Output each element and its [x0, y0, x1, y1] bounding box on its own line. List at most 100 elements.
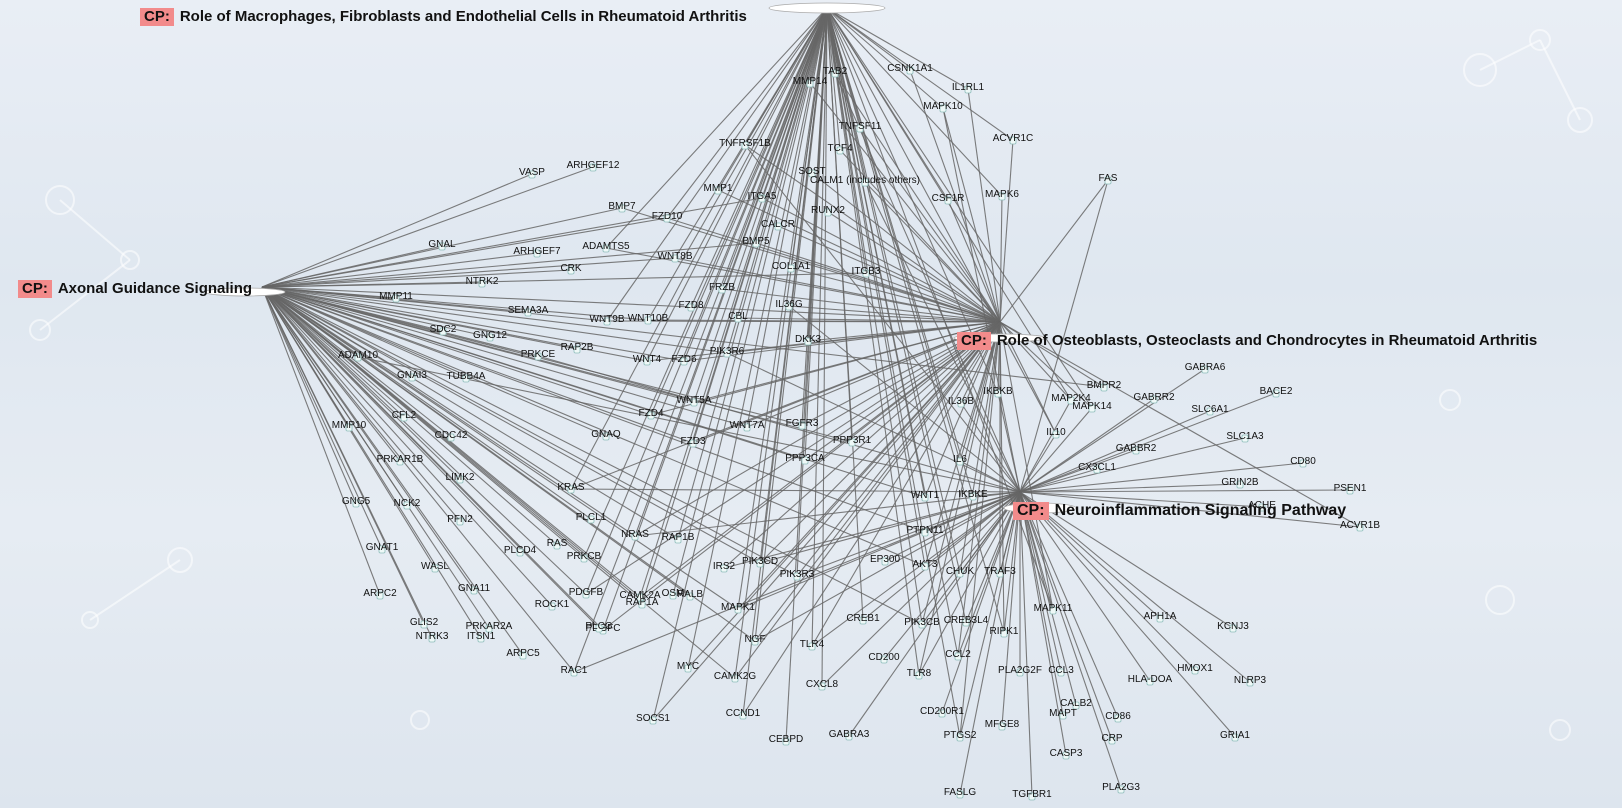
gene-node-cd200[interactable]: CD200	[868, 652, 900, 664]
gene-node-wnt1[interactable]: WNT1	[911, 490, 940, 502]
gene-node-itsn1[interactable]: ITSN1	[467, 631, 496, 643]
gene-node-gnat1[interactable]: GNAT1	[366, 542, 399, 554]
gene-node-creb3l4[interactable]: CREB3L4	[944, 615, 989, 627]
gene-node-acvr1c[interactable]: ACVR1C	[993, 133, 1034, 145]
gene-node-acvr1b[interactable]: ACVR1B	[1340, 520, 1380, 532]
gene-node-tgfbr1[interactable]: TGFBR1	[1012, 789, 1052, 801]
gene-node-cd86[interactable]: CD86	[1105, 711, 1131, 723]
gene-node-ras[interactable]: RAS	[547, 538, 568, 550]
gene-node-ikbkb[interactable]: IKBKB	[983, 386, 1013, 398]
gene-node-creb1[interactable]: CREB1	[846, 613, 880, 625]
gene-node-tnfsf11[interactable]: TNFSF11	[839, 121, 882, 133]
gene-node-fzd3[interactable]: FZD3	[681, 436, 706, 448]
gene-node-il1rl1[interactable]: IL1RL1	[952, 82, 985, 94]
hub-osteoblasts[interactable]: CP: Role of Osteoblasts, Osteoclasts and…	[957, 332, 1537, 350]
gene-node-crp[interactable]: CRP	[1101, 733, 1123, 745]
gene-node-prkar2a[interactable]: PRKAR2A	[466, 621, 513, 633]
hub-axonal-guidance[interactable]: CP: Axonal Guidance Signaling	[18, 280, 252, 298]
gene-node-ralb[interactable]: RALB	[677, 589, 703, 601]
gene-node-fzd8[interactable]: FZD8	[679, 300, 704, 312]
gene-node-il36b[interactable]: IL36B	[948, 396, 974, 408]
gene-node-akt3[interactable]: AKT3	[912, 559, 938, 571]
gene-node-il10[interactable]: IL10	[1046, 427, 1066, 439]
gene-node-wnt10b[interactable]: WNT10B	[628, 313, 669, 325]
gene-node-fzd6[interactable]: FZD6	[672, 354, 697, 366]
gene-node-gabra3[interactable]: GABRA3	[829, 729, 870, 741]
gene-node-cd200r1[interactable]: CD200R1	[920, 706, 964, 718]
gene-node-gabrr2[interactable]: GABRR2	[1133, 392, 1175, 404]
gene-node-ppp3ca[interactable]: PPP3CA	[785, 453, 825, 465]
gene-node-grin2b[interactable]: GRIN2B	[1221, 477, 1259, 489]
gene-node-wnt5a[interactable]: WNT5A	[677, 395, 712, 407]
gene-node-mapk1[interactable]: MAPK1	[721, 602, 755, 614]
gene-node-mapk6[interactable]: MAPK6	[985, 189, 1019, 201]
gene-node-rap1a[interactable]: RAP1A	[626, 597, 659, 609]
gene-node-gabbr2[interactable]: GABBR2	[1116, 443, 1157, 455]
gene-node-mapk10[interactable]: MAPK10	[923, 101, 963, 113]
gene-node-wasl[interactable]: WASL	[421, 561, 449, 573]
gene-node-mmp10[interactable]: MMP10	[332, 420, 367, 432]
gene-node-ntrk2[interactable]: NTRK2	[466, 276, 499, 288]
gene-node-cdc42[interactable]: CDC42	[435, 430, 468, 442]
gene-node-rac1[interactable]: RAC1	[561, 665, 588, 677]
gene-node-ccl3[interactable]: CCL3	[1048, 665, 1074, 677]
gene-node-wnt8b[interactable]: WNT8B	[658, 251, 693, 263]
gene-node-camk2a[interactable]: CAMK2A	[619, 590, 661, 602]
gene-node-map2k4[interactable]: MAP2K4	[1051, 393, 1091, 405]
gene-node-ep300[interactable]: EP300	[870, 554, 900, 566]
gene-node-chuk[interactable]: CHUK	[946, 566, 975, 578]
gene-node-mfge8[interactable]: MFGE8	[985, 719, 1020, 731]
gene-node-mmp11[interactable]: MMP11	[379, 291, 413, 303]
gene-node-csf1r[interactable]: CSF1R	[932, 193, 965, 205]
gene-node-fas[interactable]: FAS	[1099, 173, 1118, 185]
gene-node-cfl2[interactable]: CFL2	[392, 410, 417, 422]
gene-node-pik3cb[interactable]: PIK3CB	[904, 617, 940, 629]
gene-node-slc6a1[interactable]: SLC6A1	[1191, 404, 1229, 416]
gene-node-wnt7a[interactable]: WNT7A	[730, 420, 765, 432]
gene-node-calm1-includes-others[interactable]: CALM1 (includes others)	[810, 175, 920, 187]
gene-node-fzd4[interactable]: FZD4	[639, 408, 664, 420]
gene-node-sdc2[interactable]: SDC2	[430, 324, 457, 336]
gene-node-ikbke[interactable]: IKBKE	[958, 489, 988, 501]
gene-node-wnt9b[interactable]: WNT9B	[590, 314, 625, 326]
gene-node-tlr4[interactable]: TLR4	[800, 639, 825, 651]
gene-node-wnt4[interactable]: WNT4	[633, 354, 662, 366]
gene-node-ppp3r1[interactable]: PPP3R1	[833, 435, 872, 447]
gene-node-calb2[interactable]: CALB2	[1060, 698, 1092, 710]
gene-node-prkar1b[interactable]: PRKAR1B	[377, 454, 424, 466]
gene-node-tnfrsf1b[interactable]: TNFRSF1B	[719, 138, 771, 150]
gene-node-cd80[interactable]: CD80	[1290, 456, 1316, 468]
gene-node-glis2[interactable]: GLIS2	[410, 617, 439, 629]
gene-node-kcnj3[interactable]: KCNJ3	[1217, 621, 1249, 633]
gene-node-mapk14[interactable]: MAPK14	[1072, 401, 1112, 413]
gene-node-col1a1[interactable]: COL1A1	[772, 261, 811, 273]
gene-node-runx2[interactable]: RUNX2	[811, 205, 845, 217]
gene-node-limk2[interactable]: LIMK2	[446, 472, 475, 484]
gene-node-pik3cd[interactable]: PIK3CD	[742, 556, 778, 568]
gene-node-cebpd[interactable]: CEBPD	[769, 734, 803, 746]
gene-node-gng5[interactable]: GNG5	[342, 496, 371, 508]
gene-node-vasp[interactable]: VASP	[519, 167, 545, 179]
gene-node-fgfr3[interactable]: FGFR3	[786, 418, 819, 430]
gene-node-gna11[interactable]: GNA11	[458, 583, 490, 595]
gene-node-mapk11[interactable]: MAPK11	[1034, 603, 1073, 615]
gene-node-prkcb[interactable]: PRKCB	[567, 551, 602, 563]
gene-node-il36g[interactable]: IL36G	[775, 299, 803, 311]
gene-node-adam10[interactable]: ADAM10	[338, 350, 378, 362]
gene-node-itga5[interactable]: ITGA5	[748, 191, 777, 203]
gene-node-hla-doa[interactable]: HLA-DOA	[1128, 674, 1173, 686]
gene-node-ntrk3[interactable]: NTRK3	[416, 631, 449, 643]
gene-node-tubb4a[interactable]: TUBB4A	[447, 371, 486, 383]
gene-node-pdgfb[interactable]: PDGFB	[569, 587, 604, 599]
gene-node-ripk1[interactable]: RIPK1	[990, 626, 1019, 638]
gene-node-kras[interactable]: KRAS	[557, 482, 585, 494]
gene-node-rock1[interactable]: ROCK1	[535, 599, 570, 611]
gene-node-il6[interactable]: IL6	[953, 454, 967, 466]
gene-node-fzd10[interactable]: FZD10	[652, 211, 683, 223]
gene-node-crk[interactable]: CRK	[560, 263, 582, 275]
gene-node-nras[interactable]: NRAS	[621, 529, 649, 541]
gene-node-tab2[interactable]: TAB2	[823, 66, 848, 78]
gene-node-pla2g2f[interactable]: PLA2G2F	[998, 665, 1042, 677]
gene-node-frzb[interactable]: FRZB	[709, 282, 735, 294]
gene-node-bmp7[interactable]: BMP7	[608, 201, 636, 213]
